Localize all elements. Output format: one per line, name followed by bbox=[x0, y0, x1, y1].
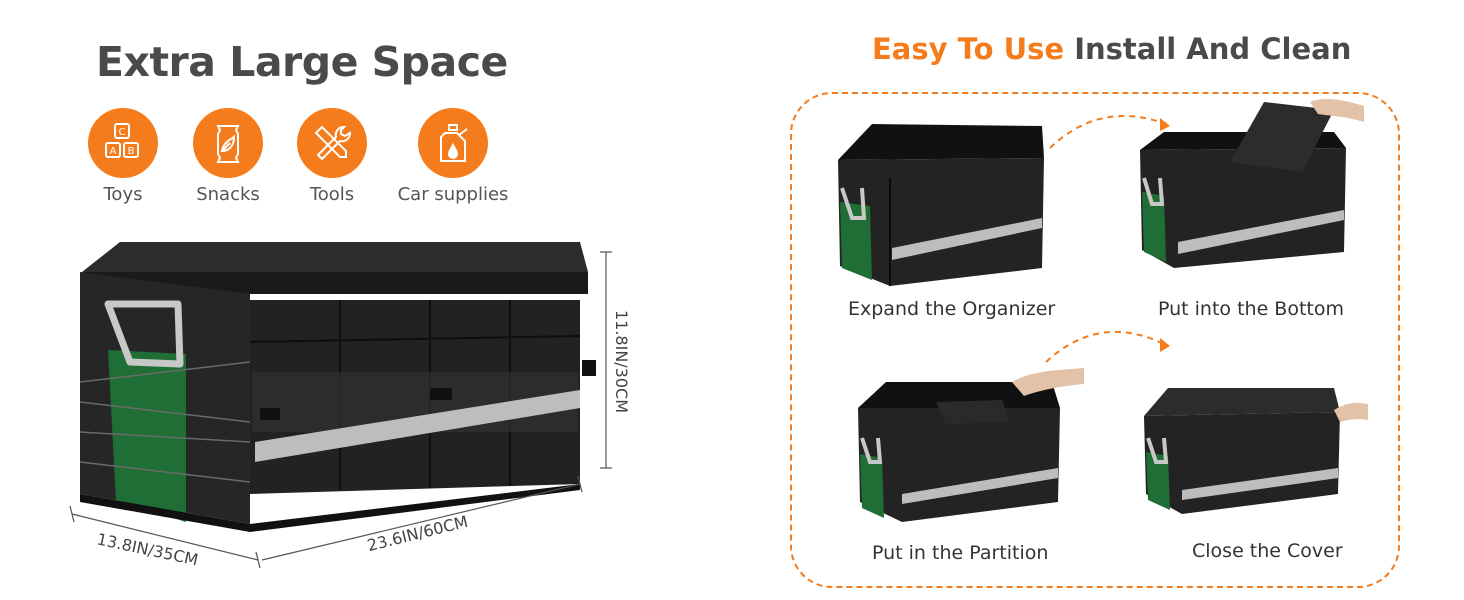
category-snacks: Snacks bbox=[158, 108, 298, 205]
category-toys: C A B Toys bbox=[53, 108, 193, 205]
category-label: Car supplies bbox=[397, 184, 509, 205]
trunk-organizer-image bbox=[79, 242, 596, 532]
category-tools: Tools bbox=[262, 108, 402, 205]
page-title: Extra Large Space bbox=[96, 38, 508, 86]
tools-icon bbox=[297, 108, 367, 178]
category-car-supplies: Car supplies bbox=[383, 108, 523, 205]
step-label: Put in the Partition bbox=[872, 542, 1049, 564]
step-partition-image bbox=[858, 368, 1084, 522]
step-cover-image bbox=[1144, 388, 1368, 514]
steps-panel bbox=[790, 92, 1400, 588]
step-bottom-image bbox=[1140, 99, 1364, 268]
category-label: Tools bbox=[309, 184, 355, 205]
section-title: Easy To Use Install And Clean bbox=[872, 32, 1351, 66]
step-expand-image bbox=[838, 124, 1044, 286]
toy-blocks-icon: C A B bbox=[88, 108, 158, 178]
title-rest: Install And Clean bbox=[1074, 32, 1352, 66]
category-label: Snacks bbox=[196, 184, 260, 205]
step-label: Expand the Organizer bbox=[848, 298, 1056, 320]
svg-text:C: C bbox=[119, 127, 126, 138]
title-accent: Easy To Use bbox=[872, 32, 1065, 66]
car-fluid-bottle-icon bbox=[418, 108, 488, 178]
step-label: Close the Cover bbox=[1192, 540, 1343, 562]
category-label: Toys bbox=[103, 184, 143, 205]
snack-bag-icon bbox=[193, 108, 263, 178]
step-label: Put into the Bottom bbox=[1158, 298, 1345, 320]
svg-text:B: B bbox=[128, 146, 135, 157]
svg-text:A: A bbox=[110, 146, 117, 157]
